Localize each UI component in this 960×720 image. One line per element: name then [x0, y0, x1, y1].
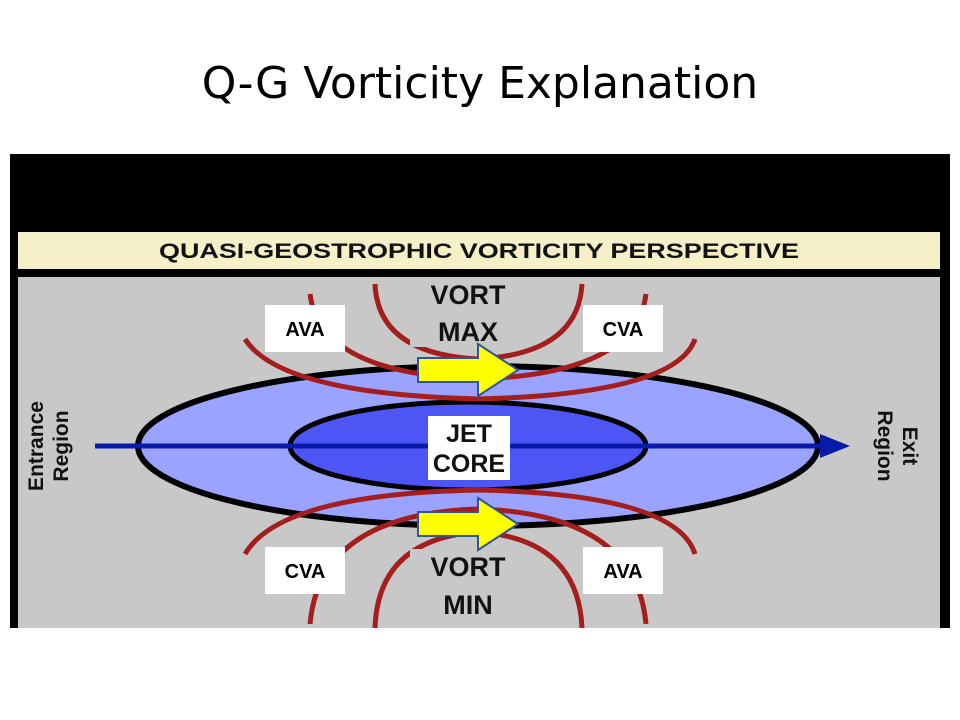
- vort-max-line1: VORT: [430, 280, 506, 310]
- vort-max-contour-3: [242, 337, 698, 402]
- exit-line1: Exit: [898, 427, 921, 466]
- slide-title: Q-G Vorticity Explanation: [201, 58, 759, 109]
- jet-core-box: [428, 416, 510, 480]
- vort-max-bg: [410, 277, 530, 347]
- jet-core-line2: CORE: [433, 450, 505, 478]
- label-bottom-left: CVA: [285, 561, 326, 583]
- diagram-canvas: QUASI-GEOSTROPHIC VORTICITY PERSPECTIVE …: [10, 154, 950, 628]
- qg-vorticity-diagram: QUASI-GEOSTROPHIC VORTICITY PERSPECTIVE …: [10, 154, 950, 628]
- label-bottom-right: AVA: [603, 561, 642, 583]
- label-box-bottom-left: [265, 547, 345, 594]
- label-top-left: AVA: [285, 319, 324, 341]
- vort-min-line2: MIN: [443, 590, 493, 620]
- flow-arrow-top: [417, 342, 520, 398]
- vort-max-line2: MAX: [438, 317, 498, 347]
- header-band: [18, 232, 940, 269]
- vort-min-line1: VORT: [430, 552, 506, 582]
- label-top-right: CVA: [603, 319, 644, 341]
- entrance-line2: Region: [50, 410, 73, 481]
- entrance-line1: Entrance: [25, 401, 48, 491]
- vort-min-bg: [410, 549, 530, 628]
- diagram-header: QUASI-GEOSTROPHIC VORTICITY PERSPECTIVE: [159, 240, 799, 263]
- label-box-bottom-right: [583, 547, 663, 594]
- vort-min-contour-3: [242, 487, 698, 556]
- label-box-top-right: [583, 305, 663, 352]
- flow-arrow-bottom: [417, 496, 520, 552]
- jet-axis-arrowhead: [820, 434, 850, 458]
- exit-line2: Region: [873, 410, 896, 481]
- label-box-top-left: [265, 305, 345, 352]
- jet-core-line1: JET: [446, 420, 492, 448]
